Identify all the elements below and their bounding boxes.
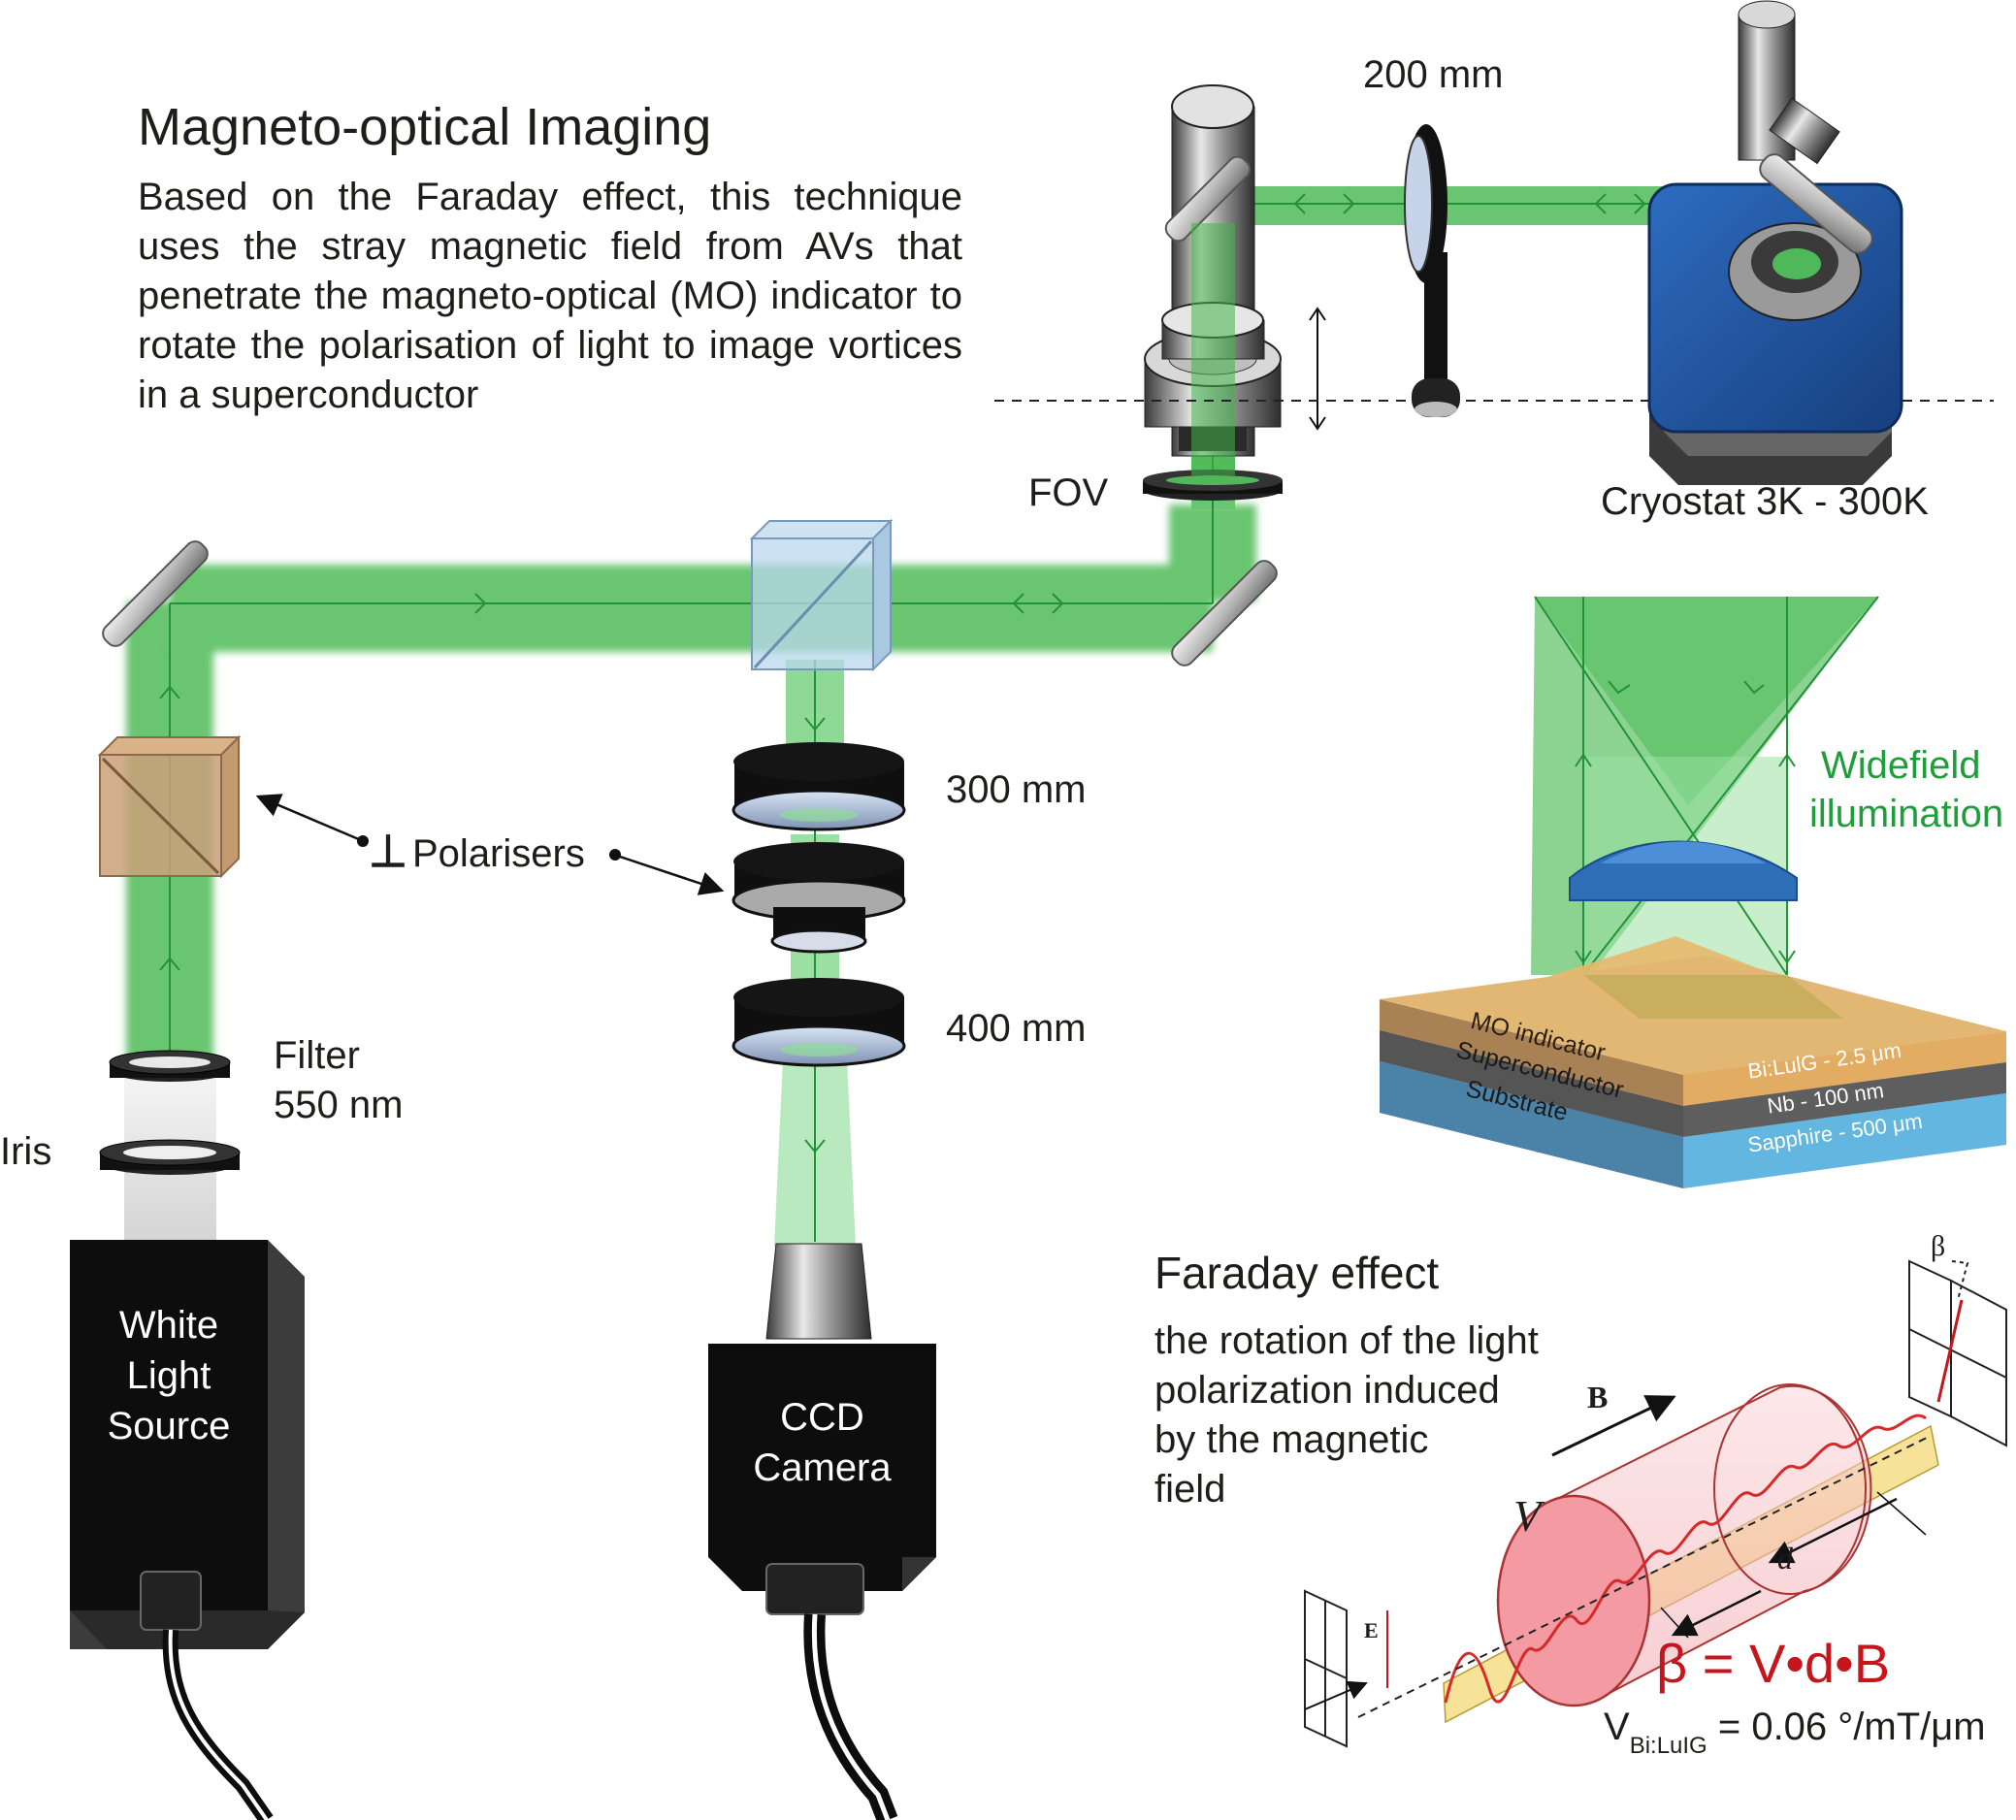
polariser-cube <box>97 734 242 879</box>
input-polariser-frame <box>1304 1589 1348 1748</box>
label-cryostat: Cryostat 3K - 300K <box>1601 480 1929 523</box>
polariser-pointers <box>255 794 725 895</box>
verdet-symbol: V <box>1604 1706 1630 1748</box>
focus-arrow <box>1309 307 1326 431</box>
page-title: Magneto-optical Imaging <box>138 98 712 156</box>
label-200mm: 200 mm <box>1363 53 1504 96</box>
ccd-camera-label-line1: CCD <box>780 1396 864 1439</box>
layer-nb-left <box>1380 1030 1683 1137</box>
label-E: E <box>1364 1618 1379 1642</box>
verdet-subscript: Bi:LuIG <box>1629 1733 1707 1759</box>
ccd-camera-label: CCD Camera <box>708 1392 936 1493</box>
label-d: d <box>1777 1541 1793 1576</box>
layer-mo-right <box>1683 1031 2006 1106</box>
faraday-desc-line1: the rotation of the light <box>1154 1319 1539 1362</box>
label-filter-line2: 550 nm <box>274 1084 404 1126</box>
cryostat <box>1647 0 1903 485</box>
lens-400mm <box>732 978 906 1067</box>
layer-sub-left <box>1380 1061 1683 1188</box>
ccd-camera-label-line2: Camera <box>753 1446 892 1489</box>
layer-mo-left <box>1380 999 1683 1106</box>
label-fov: FOV <box>1028 471 1109 514</box>
beam-top-horizontal <box>170 565 1213 652</box>
cylinder-back-face <box>1713 1383 1867 1595</box>
label-400mm: 400 mm <box>946 1007 1087 1050</box>
layer-nb-right <box>1683 1062 2006 1137</box>
white-light-source-label-line2: Light <box>126 1354 211 1397</box>
label-V: V <box>1513 1491 1542 1541</box>
lens-200mm <box>1404 124 1460 417</box>
sample-stack <box>1380 936 2006 1188</box>
iris <box>99 1139 241 1175</box>
label-widefield-line2: illumination <box>1809 793 2004 835</box>
label-filter-line1: Filter <box>274 1034 360 1077</box>
widefield-illumination <box>1531 596 1879 976</box>
label-beta-small: β <box>1931 1230 1946 1262</box>
polariser-analyser <box>732 842 906 954</box>
light-wave <box>1444 1414 1927 1704</box>
faraday-desc-line3: by the magnetic <box>1154 1418 1429 1461</box>
fov-aperture <box>1143 470 1283 501</box>
faraday-diagram <box>1304 1259 2007 1748</box>
white-light-source-box <box>70 1240 305 1820</box>
output-polariser-frame <box>1908 1259 2007 1447</box>
white-light-source-label-line1: White <box>118 1304 219 1347</box>
ccd-camera-box <box>708 1243 936 1820</box>
beam-splitter-cube <box>749 518 894 672</box>
label-polarisers: Polarisers <box>412 832 585 875</box>
lens-300mm <box>732 742 906 831</box>
cylinder-front-face <box>1496 1494 1651 1707</box>
mirror-left <box>102 540 209 647</box>
perpendicular-symbol: ⊥ <box>369 826 408 876</box>
faraday-desc-line4: field <box>1154 1468 1226 1511</box>
verdet-value: = 0.06 °/mT/μm <box>1707 1706 1986 1748</box>
faraday-equation: β = V•d•B <box>1656 1633 1891 1694</box>
objective-assembly <box>1144 84 1282 475</box>
label-widefield-line1: Widefield <box>1821 744 1981 787</box>
white-light-source-label: White Light Source <box>70 1300 268 1451</box>
label-iris: Iris <box>0 1130 52 1173</box>
filter-550nm <box>109 1050 231 1082</box>
label-300mm: 300 mm <box>946 768 1087 811</box>
white-light-source-label-line3: Source <box>107 1405 231 1447</box>
mirror-right <box>1171 560 1278 666</box>
layer-sub-right <box>1683 1093 2006 1188</box>
description-paragraph: Based on the Faraday effect, this techni… <box>138 176 962 416</box>
faraday-desc-line2: polarization induced <box>1154 1369 1500 1412</box>
faraday-title: Faraday effect <box>1154 1248 1440 1298</box>
label-B: B <box>1587 1380 1609 1414</box>
verdet-constant: VBi:LuIG = 0.06 °/mT/μm <box>1604 1706 1986 1760</box>
